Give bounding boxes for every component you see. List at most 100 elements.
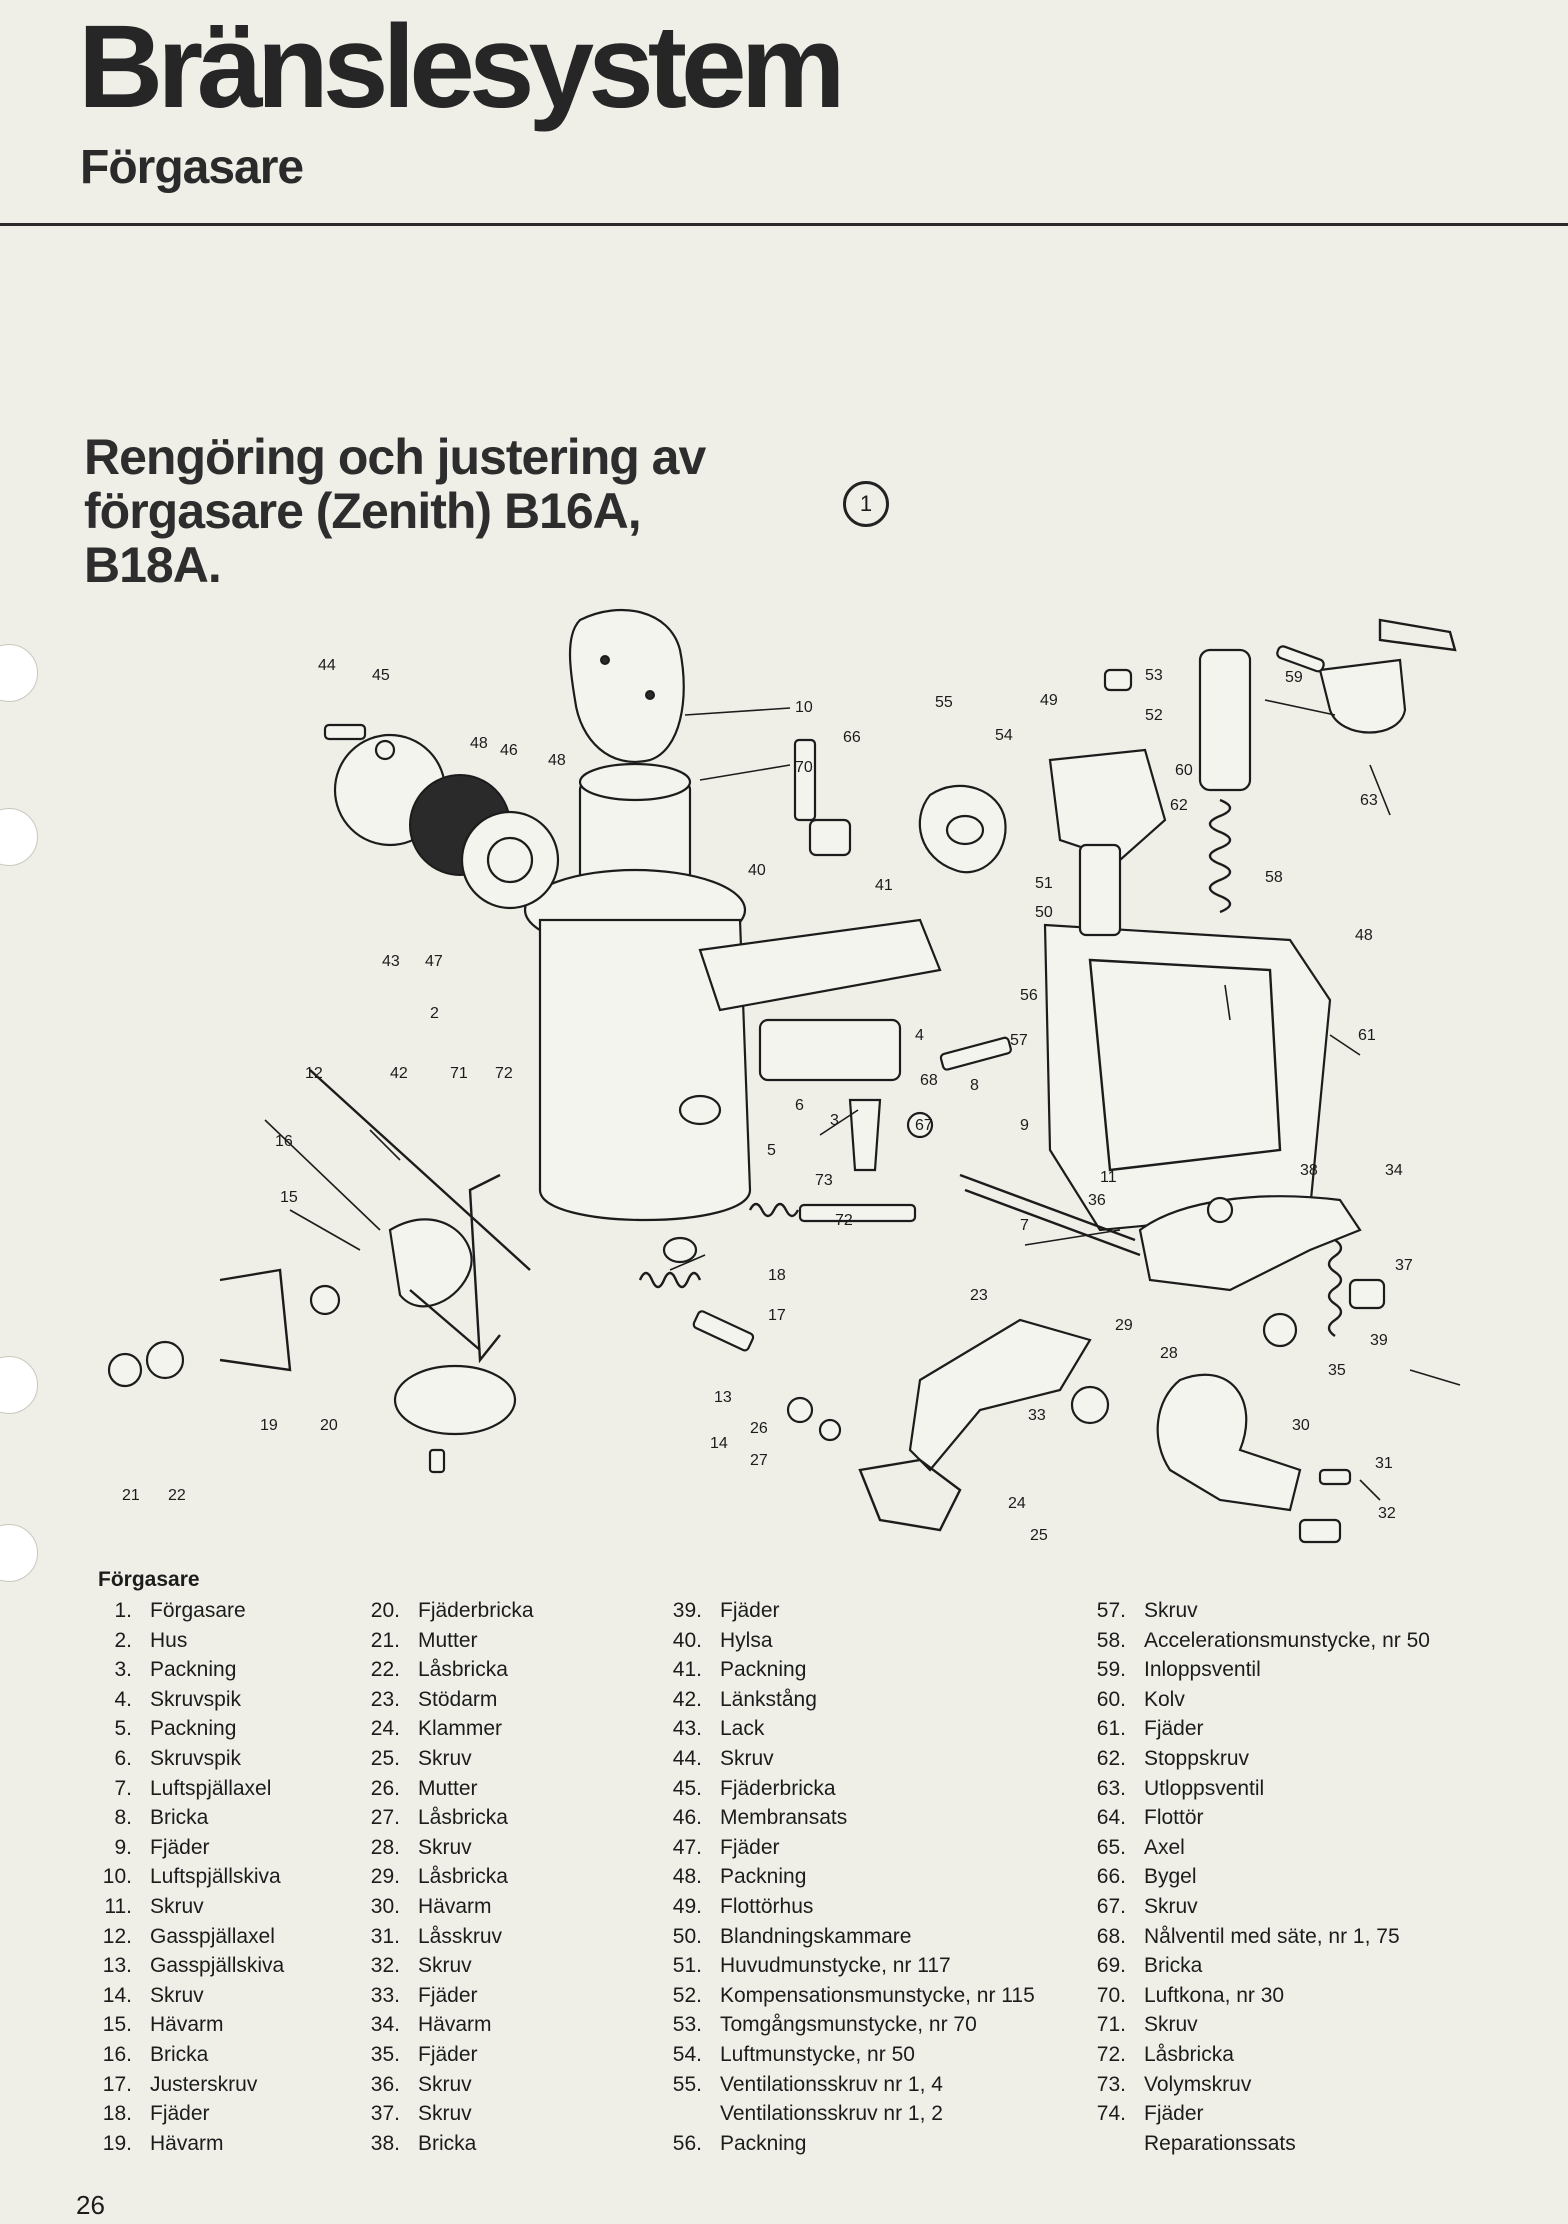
- part-number: 11.: [104, 1894, 132, 1918]
- parts-list-item: 11. Skruv: [76, 1892, 284, 1922]
- screw-37: [1348, 1278, 1386, 1310]
- leader-line: [819, 1109, 859, 1136]
- float-chamber: [1043, 923, 1332, 1232]
- spring-74: [748, 1202, 800, 1218]
- callout-label: 35: [1328, 1362, 1346, 1379]
- part-number: 51.: [672, 1954, 702, 1978]
- part-name: Låsbricka: [418, 1658, 508, 1682]
- axle-65: [1276, 645, 1325, 673]
- part-number: 59.: [1096, 1658, 1126, 1682]
- parts-list-item: 16.Bricka: [76, 2040, 284, 2070]
- parts-list-item: 27.Låsbricka: [344, 1803, 534, 1833]
- binder-hole: [0, 644, 38, 702]
- part-number: 56.: [672, 2131, 702, 2155]
- parts-list-item: 25.Skruv: [344, 1744, 534, 1774]
- callout-label: 16: [275, 1133, 293, 1150]
- part-number: 25.: [370, 1746, 400, 1770]
- parts-list-item: 43.Lack: [646, 1714, 1035, 1744]
- callout-label: 61: [1358, 1027, 1376, 1044]
- part-name: Fjäderbricka: [418, 1599, 534, 1622]
- leader-line: [1024, 1229, 1121, 1246]
- part-name: Skruv: [1144, 1599, 1198, 1622]
- part-name: Mutter: [418, 1776, 478, 1800]
- jet-stem: [1078, 843, 1122, 937]
- part-name: Packning: [720, 1658, 807, 1682]
- parts-list-item: 48.Packning: [646, 1862, 1035, 1892]
- leader-line: [1329, 1034, 1361, 1056]
- parts-list-item: 53.Tomgångsmunstycke, nr 70: [646, 2010, 1035, 2040]
- screw-31: [1318, 1468, 1352, 1486]
- part-number: 45.: [672, 1776, 702, 1800]
- callout-label: 34: [1385, 1162, 1403, 1179]
- parts-list-item: 52.Kompensationsmunstycke, nr 115: [646, 1981, 1035, 2011]
- parts-list-item: 71.Skruv: [1070, 2010, 1430, 2040]
- callout-label: 70: [795, 759, 813, 776]
- part-name: Skruv: [150, 1894, 204, 1918]
- part-number: 13.: [102, 1954, 132, 1978]
- parts-list-item: 45. Fjäderbricka: [646, 1774, 1035, 1804]
- callout-label: 11: [1100, 1169, 1117, 1186]
- parts-list-item: 66.Bygel: [1070, 1862, 1430, 1892]
- parts-list-item: 26.Mutter: [344, 1774, 534, 1804]
- parts-list-item: 18.Fjäder: [76, 2099, 284, 2129]
- part-number: 14.: [102, 1983, 132, 2007]
- part-number: 33.: [370, 1983, 400, 2007]
- callout-label: 21: [122, 1487, 140, 1504]
- leader-line: [264, 1119, 381, 1231]
- part-name: Skruv: [720, 1746, 774, 1770]
- part-number: 65.: [1096, 1835, 1126, 1859]
- leader-line: [1264, 699, 1336, 716]
- callout-label: 55: [935, 694, 953, 711]
- callout-label: 7: [1020, 1217, 1029, 1234]
- parts-list-item: 34.Hävarm: [344, 2010, 534, 2040]
- callout-label: 72: [495, 1065, 513, 1082]
- leader-line: [1369, 764, 1391, 816]
- accelerator-piston: [1198, 648, 1252, 792]
- callout-label: 24: [1008, 1495, 1026, 1512]
- part-name: Kolv: [1144, 1687, 1185, 1711]
- venturi-top: [578, 762, 692, 802]
- callout-label: 38: [1300, 1162, 1318, 1179]
- leader-line: [289, 1209, 361, 1251]
- part-name: Stödarm: [418, 1687, 498, 1711]
- callout-label: 26: [750, 1420, 768, 1437]
- binder-hole: [0, 1356, 38, 1414]
- callout-label: 66: [843, 729, 861, 746]
- part-name: Luftkona, nr 30: [1144, 1983, 1285, 2007]
- washer-38: [1206, 1196, 1234, 1224]
- part-name: Inloppsventil: [1144, 1658, 1261, 1682]
- part-name: Bricka: [150, 1806, 209, 1830]
- parts-list-item: 57.Skruv: [1070, 1596, 1430, 1626]
- part-name: Packning: [720, 1865, 807, 1889]
- callout-label: 73: [815, 1172, 833, 1189]
- parts-list-item: 17.Justerskruv: [76, 2070, 284, 2100]
- callout-label: 10: [795, 699, 813, 716]
- parts-list-item: 4.Skruvspik: [76, 1685, 284, 1715]
- gasket-56-hole: [945, 814, 985, 846]
- part-number: 69.: [1096, 1954, 1126, 1978]
- part-number: 3.: [114, 1658, 132, 1682]
- part-name: Fjäderbricka: [720, 1776, 836, 1800]
- part-name: Bricka: [418, 2131, 477, 2155]
- part-name: Volymskruv: [1144, 2072, 1252, 2096]
- parts-list-item: 20.Fjäderbricka: [344, 1596, 534, 1626]
- lever-19: [219, 1268, 292, 1372]
- parts-list-item: 64.Flottör: [1070, 1803, 1430, 1833]
- parts-list-item: 74.Fjäder: [1070, 2099, 1430, 2129]
- leader-line: [369, 1129, 401, 1161]
- part-number: 39.: [672, 1599, 702, 1622]
- part-number: 5.: [114, 1717, 132, 1741]
- part-number: 44.: [672, 1746, 702, 1770]
- sleeve-40: [808, 818, 852, 857]
- part-name: Klammer: [418, 1717, 503, 1741]
- parts-list-item: 6.Skruvspik: [76, 1744, 284, 1774]
- parts-list-item: 21.Mutter: [344, 1626, 534, 1656]
- washer-22: [145, 1340, 185, 1380]
- callout-label: 2: [430, 1005, 439, 1022]
- callout-label: 59: [1285, 669, 1303, 686]
- part-number: 74.: [1096, 2102, 1126, 2126]
- part-number: 29.: [370, 1865, 400, 1889]
- disc-hole: [645, 690, 655, 700]
